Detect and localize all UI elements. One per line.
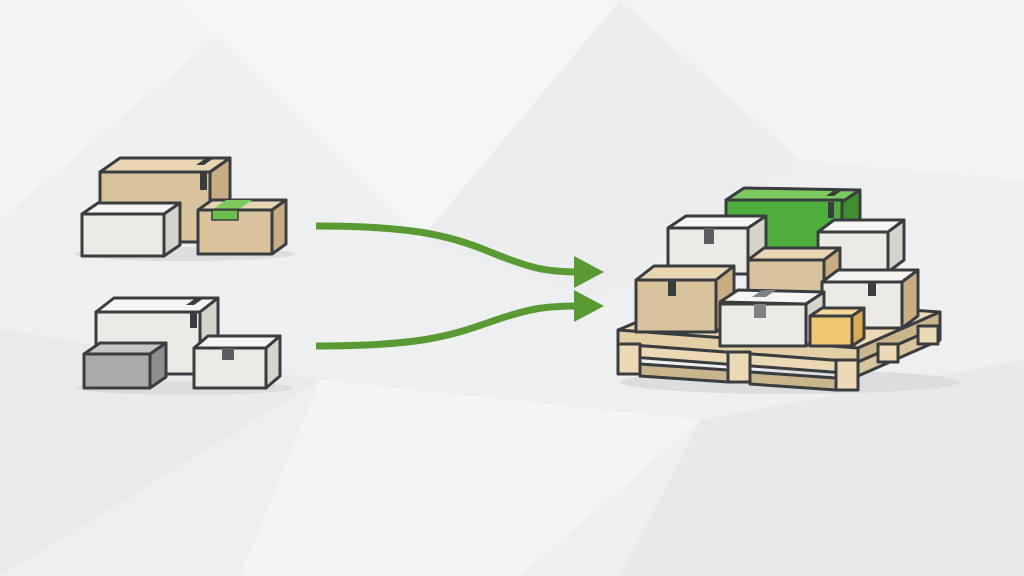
merge-arrows-icon bbox=[315, 222, 604, 350]
loaded-pallet-icon bbox=[616, 186, 960, 394]
box-stack-bottom-icon bbox=[77, 296, 293, 395]
box-stack-top-icon bbox=[75, 156, 295, 261]
